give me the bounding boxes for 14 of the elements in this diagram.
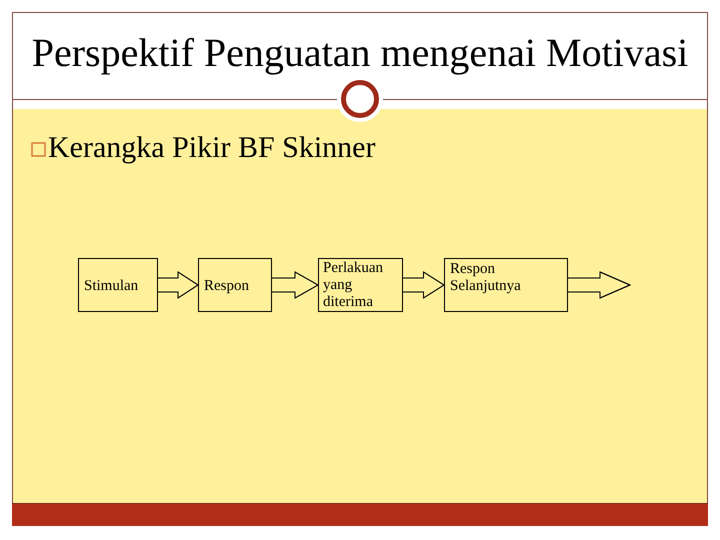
block-arrow bbox=[158, 271, 198, 299]
process-box bbox=[78, 258, 158, 312]
process-box bbox=[198, 258, 272, 312]
process-box bbox=[444, 258, 568, 312]
bullet-text: Kerangka Pikir BF Skinner bbox=[48, 130, 376, 165]
box-label: Perlakuan yang diterima bbox=[323, 260, 384, 311]
box-label: Respon bbox=[204, 278, 249, 295]
box-label: Stimulan bbox=[84, 278, 138, 295]
block-arrow bbox=[402, 271, 444, 299]
block-arrow bbox=[568, 271, 630, 299]
slide-title: Perspektif Penguatan mengenai Motivasi bbox=[32, 31, 688, 75]
process-box bbox=[318, 258, 403, 312]
block-arrow bbox=[272, 271, 318, 299]
box-label: Respon Selanjutnya bbox=[450, 261, 522, 295]
